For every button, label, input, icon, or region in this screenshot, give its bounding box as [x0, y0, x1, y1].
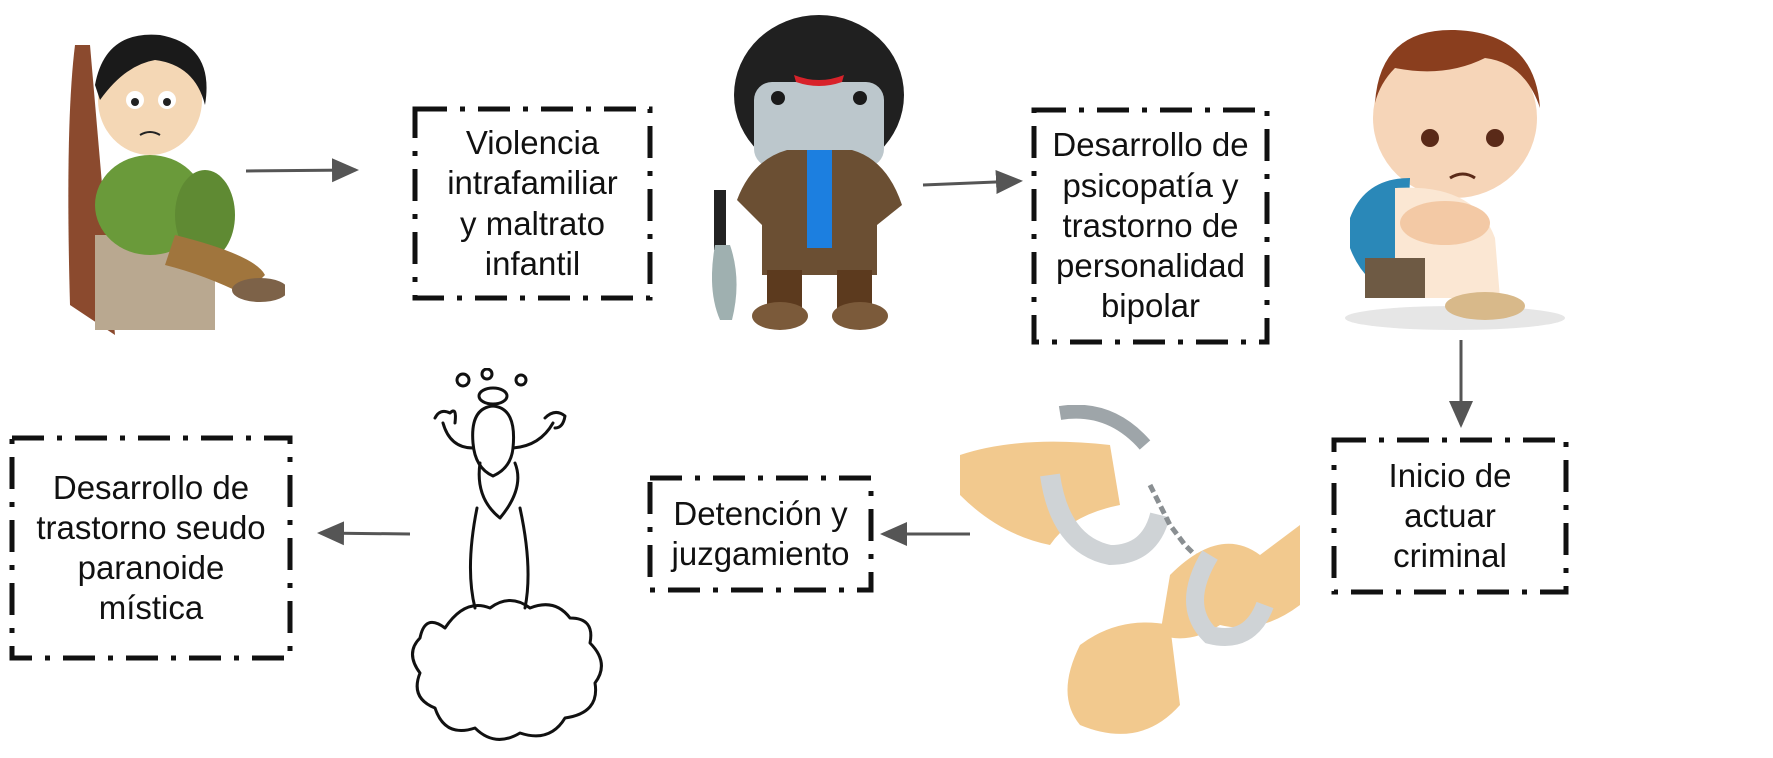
praying-man-on-cloud-icon — [411, 368, 603, 741]
arrow-killer-to-psicopatia — [922, 169, 1023, 194]
node-psicopatia: Desarrollo de psicopatía y trastorno de … — [1031, 107, 1270, 345]
node-border — [9, 435, 293, 661]
handcuffs-icon — [960, 405, 1300, 734]
sad-child-icon — [1345, 29, 1565, 330]
node-violencia: Violencia intrafamiliar y maltrato infan… — [412, 106, 653, 301]
node-detencion: Detención y juzgamiento — [647, 475, 874, 593]
node-label: Detención y juzgamiento — [671, 494, 850, 572]
node-border — [1031, 107, 1270, 345]
crying-boy-icon — [68, 34, 285, 335]
node-label: Inicio de actuar criminal — [1388, 456, 1512, 575]
arrow-cloud-to-seudo — [317, 521, 411, 546]
masked-killer-icon — [712, 15, 904, 330]
node-criminal: Inicio de actuar criminal — [1331, 437, 1569, 595]
node-label: Desarrollo de psicopatía y trastorno de … — [1052, 126, 1249, 325]
node-border — [412, 106, 653, 301]
node-label: Desarrollo de trastorno seudo paranoide … — [36, 468, 266, 627]
node-border — [647, 475, 874, 593]
node-label: Violencia intrafamiliar y maltrato infan… — [447, 124, 618, 282]
node-seudo: Desarrollo de trastorno seudo paranoide … — [9, 435, 293, 661]
